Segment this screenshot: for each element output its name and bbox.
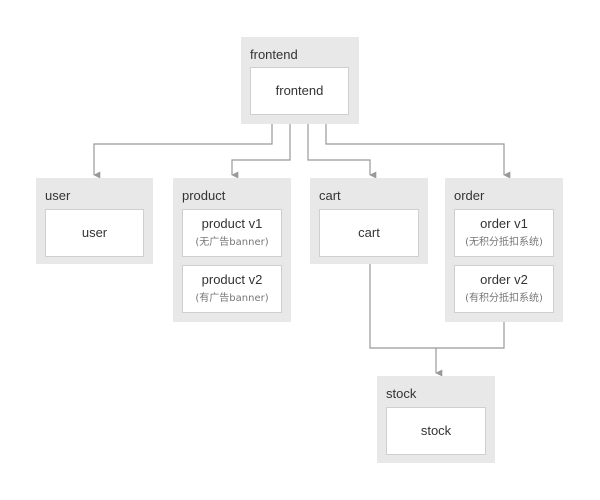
service-box-product-v1[interactable]: product v1 (无广告banner) xyxy=(182,209,282,257)
edge-cart-stock xyxy=(369,264,443,377)
service-name-order-v1: order v1 xyxy=(480,216,528,231)
service-note-product-v2: (有广告banner) xyxy=(195,293,269,304)
group-user: user user xyxy=(36,178,153,264)
service-note-order-v2: (有积分抵扣系统) xyxy=(465,293,543,304)
edge-frontend-user xyxy=(93,124,273,179)
group-label-cart: cart xyxy=(319,188,341,203)
service-name-product-v2: product v2 xyxy=(201,272,263,287)
edge-frontend-cart xyxy=(307,124,377,179)
group-product: product product v1 (无广告banner) product v… xyxy=(173,178,291,322)
service-box-stock[interactable]: stock xyxy=(386,407,486,455)
group-cart: cart cart xyxy=(310,178,428,264)
edge-frontend-product xyxy=(231,124,291,179)
group-stock: stock stock xyxy=(377,376,495,463)
service-box-order-v1[interactable]: order v1 (无积分抵扣系统) xyxy=(454,209,554,257)
group-label-product: product xyxy=(182,188,226,203)
group-label-order: order xyxy=(454,188,485,203)
service-box-user[interactable]: user xyxy=(45,209,144,257)
service-note-order-v1: (无积分抵扣系统) xyxy=(465,237,543,248)
service-name-frontend: frontend xyxy=(275,83,324,98)
service-box-product-v2[interactable]: product v2 (有广告banner) xyxy=(182,265,282,313)
group-label-user: user xyxy=(45,188,71,203)
service-name-stock: stock xyxy=(420,423,452,438)
group-frontend: frontend frontend xyxy=(241,37,359,124)
service-name-cart: cart xyxy=(358,225,380,240)
edge-order-stock xyxy=(436,322,505,349)
group-label-frontend: frontend xyxy=(250,47,298,62)
service-name-order-v2: order v2 xyxy=(480,272,528,287)
service-box-order-v2[interactable]: order v2 (有积分抵扣系统) xyxy=(454,265,554,313)
edge-frontend-order xyxy=(325,124,511,179)
service-note-product-v1: (无广告banner) xyxy=(195,237,269,248)
group-label-stock: stock xyxy=(386,386,417,401)
service-name-user: user xyxy=(81,225,108,240)
group-order: order order v1 (无积分抵扣系统) order v2 (有积分抵扣… xyxy=(445,178,563,322)
service-box-cart[interactable]: cart xyxy=(319,209,419,257)
service-name-product-v1: product v1 xyxy=(201,216,263,231)
service-box-frontend[interactable]: frontend xyxy=(250,67,349,115)
